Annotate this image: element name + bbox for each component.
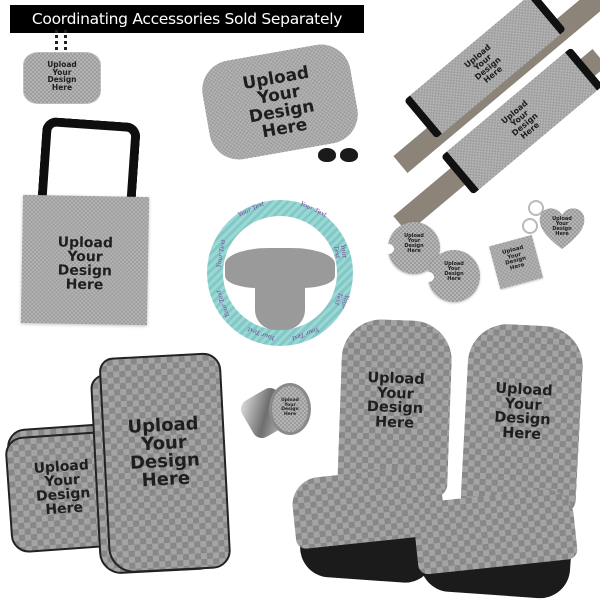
seat-back-cover: Upload Your Design Here: [460, 322, 585, 513]
keyring-icon: [522, 218, 538, 234]
front-floor-mat: Upload Your Design Here: [98, 351, 232, 575]
steering-wheel-cover-product[interactable]: Your Text Your Text Your Text Your Text …: [207, 200, 353, 346]
upload-placeholder-text: Upload Your Design Here: [281, 398, 299, 417]
pattern-text: Your Text: [298, 200, 328, 219]
upload-placeholder-text: Upload Your Design Here: [552, 216, 572, 237]
upload-placeholder-text: Upload Your Design Here: [501, 244, 527, 272]
upload-placeholder-text: Upload Your Design Here: [241, 62, 316, 143]
upload-placeholder-text: Upload Your Design Here: [366, 370, 425, 432]
upload-placeholder-text: Upload Your Design Here: [47, 60, 77, 92]
sunshade-product[interactable]: Upload Your Design Here: [197, 39, 363, 165]
upload-placeholder-text: Upload Your Design Here: [493, 380, 553, 443]
keyring-icon: [528, 200, 544, 216]
upload-placeholder-text: Upload Your Design Here: [404, 233, 424, 254]
suction-cup-icon: [318, 148, 336, 162]
car-coaster[interactable]: Upload Your Design Here: [424, 250, 480, 302]
heart-keychain[interactable]: Upload Your Design Here: [538, 205, 586, 251]
ornament-product[interactable]: Upload Your Design Here: [24, 53, 100, 103]
tote-bag-product[interactable]: Upload Your Design Here: [20, 194, 150, 326]
upload-placeholder-text: Upload Your Design Here: [57, 234, 114, 294]
upload-placeholder-text: Upload Your Design Here: [444, 261, 464, 282]
pattern-text: Your Text: [332, 243, 349, 260]
square-keychain[interactable]: Upload Your Design Here: [489, 235, 543, 289]
upload-placeholder-text: Upload Your Design Here: [126, 413, 201, 492]
pattern-text: Your Text: [236, 200, 266, 219]
wheel-spoke: [255, 280, 305, 330]
charger-face: Upload Your Design Here: [269, 383, 311, 435]
ornament-chain: [55, 30, 67, 55]
coordinating-accessories-banner: Coordinating Accessories Sold Separately: [10, 5, 364, 33]
suction-cup-icon: [340, 148, 358, 162]
